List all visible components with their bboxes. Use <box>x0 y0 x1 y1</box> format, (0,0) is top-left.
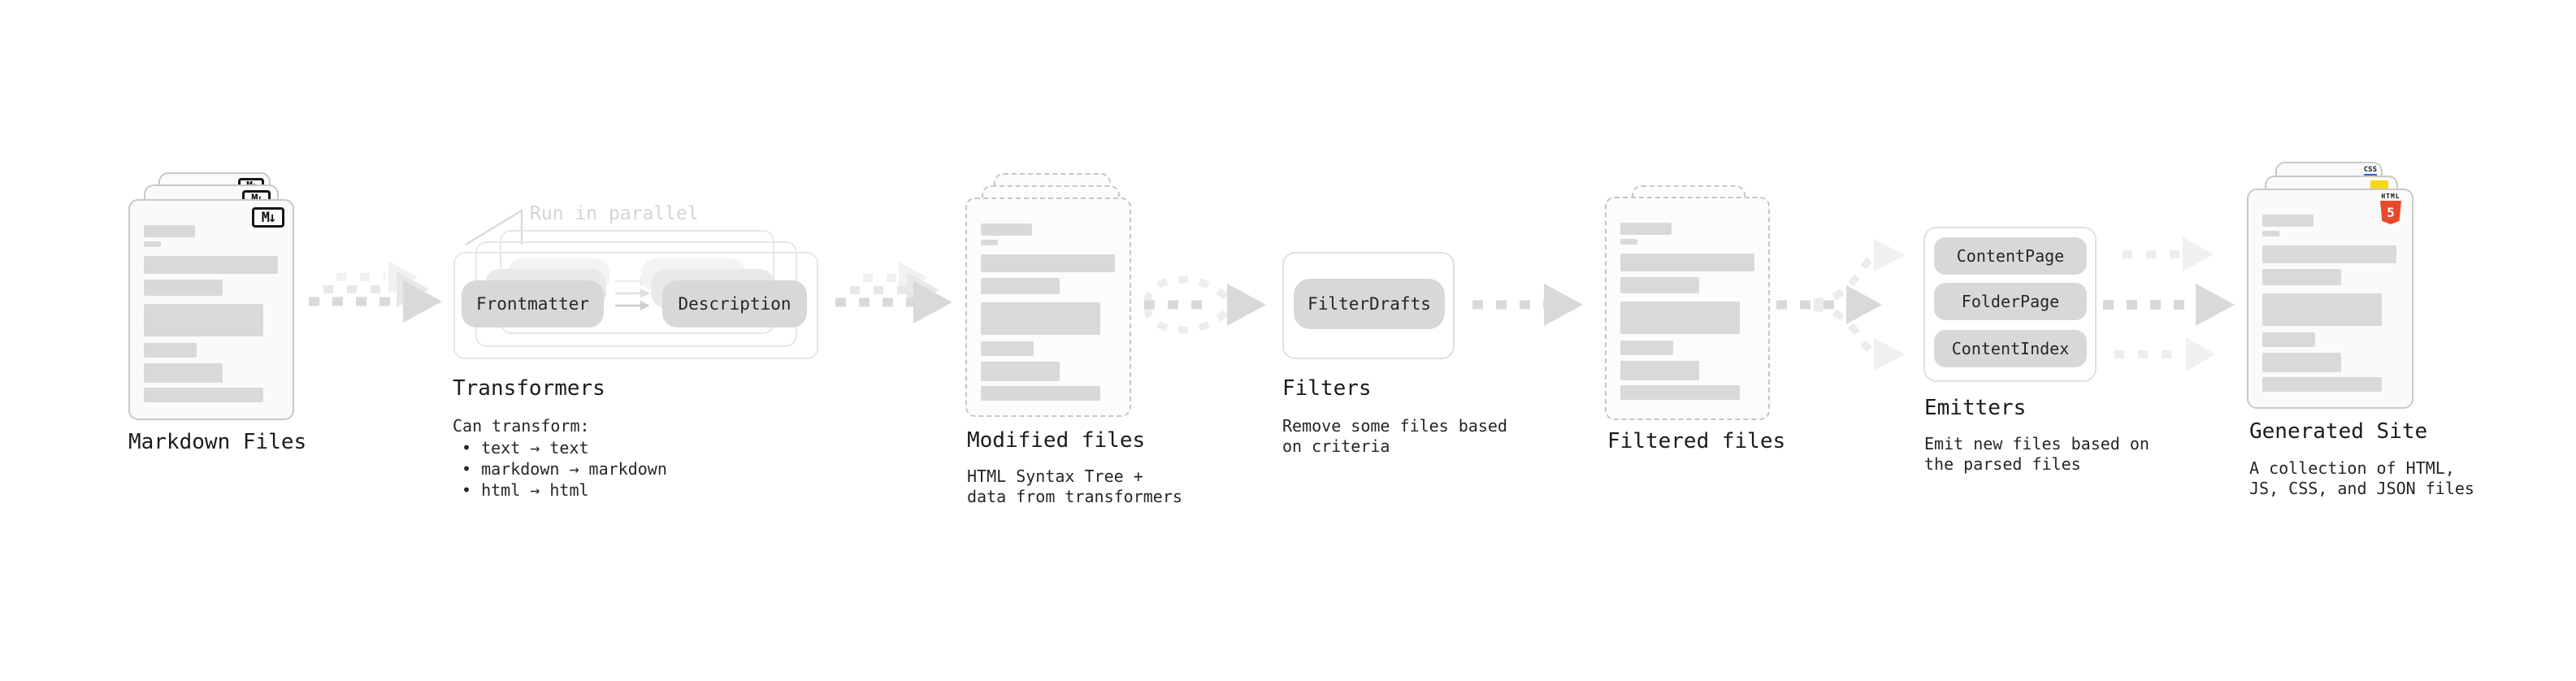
text-placeholder-bars <box>2262 215 2398 407</box>
run-in-parallel-annotation: Run in parallel <box>530 203 699 224</box>
generated-file-card: HTML 5 <box>2247 189 2413 409</box>
emitters-desc-line1: Emit new files based on <box>1924 434 2149 453</box>
contentindex-pill: ContentIndex <box>1934 330 2087 367</box>
text-placeholder-bars <box>144 225 279 419</box>
arrow-markdown-to-transformers <box>309 261 442 323</box>
stage-label-filters: Filters <box>1282 376 1372 401</box>
markdown-file-card: M↓ <box>128 199 294 420</box>
html5-icon: HTML 5 <box>2380 193 2401 224</box>
modified-file-card <box>965 197 1131 417</box>
generated-desc-line1: A collection of HTML, <box>2249 458 2455 478</box>
stage-label-emitters: Emitters <box>1924 396 2027 420</box>
generated-desc-line2: JS, CSS, and JSON files <box>2249 479 2474 498</box>
stage-label-filtered-files: Filtered files <box>1607 429 1786 453</box>
transformers-bullet: • html → html <box>462 480 589 500</box>
stage-label-markdown-files: Markdown Files <box>128 430 307 454</box>
description-pill: Description <box>662 280 807 327</box>
run-in-parallel-leader-line <box>465 209 523 246</box>
stage-label-modified-files: Modified files <box>967 428 1146 453</box>
transformer-container <box>453 252 818 359</box>
modified-desc-line1: HTML Syntax Tree + <box>967 466 1143 486</box>
filtered-file-card <box>1605 197 1770 420</box>
transformers-bullet: • text → text <box>462 438 589 458</box>
javascript-icon <box>2370 180 2388 189</box>
arrow-emitters-to-generated <box>2103 237 2235 371</box>
filters-desc-line2: on criteria <box>1282 436 1390 456</box>
arrow-modified-to-filters <box>1143 275 1266 334</box>
markdown-icon: M↓ <box>252 207 284 228</box>
frontmatter-pill: Frontmatter <box>462 280 604 327</box>
css-icon: CSS <box>2363 166 2377 176</box>
contentpage-pill: ContentPage <box>1934 237 2087 275</box>
stage-label-transformers: Transformers <box>453 376 605 401</box>
text-placeholder-bars <box>981 223 1116 415</box>
filters-desc-line1: Remove some files based <box>1282 416 1507 436</box>
arrow-filters-to-filtered <box>1472 284 1583 326</box>
stage-label-generated-site: Generated Site <box>2249 419 2428 444</box>
filterdrafts-pill: FilterDrafts <box>1294 279 1445 329</box>
arrow-transformers-to-modified <box>835 262 952 323</box>
emitters-desc-line2: the parsed files <box>1924 454 2081 474</box>
modified-desc-line2: data from transformers <box>967 487 1182 506</box>
folderpage-pill: FolderPage <box>1934 283 2087 320</box>
transformers-desc: Can transform: <box>453 416 590 436</box>
arrow-filtered-to-emitters <box>1776 239 1905 371</box>
transformers-bullet: • markdown → markdown <box>462 459 667 479</box>
text-placeholder-bars <box>1620 223 1754 419</box>
